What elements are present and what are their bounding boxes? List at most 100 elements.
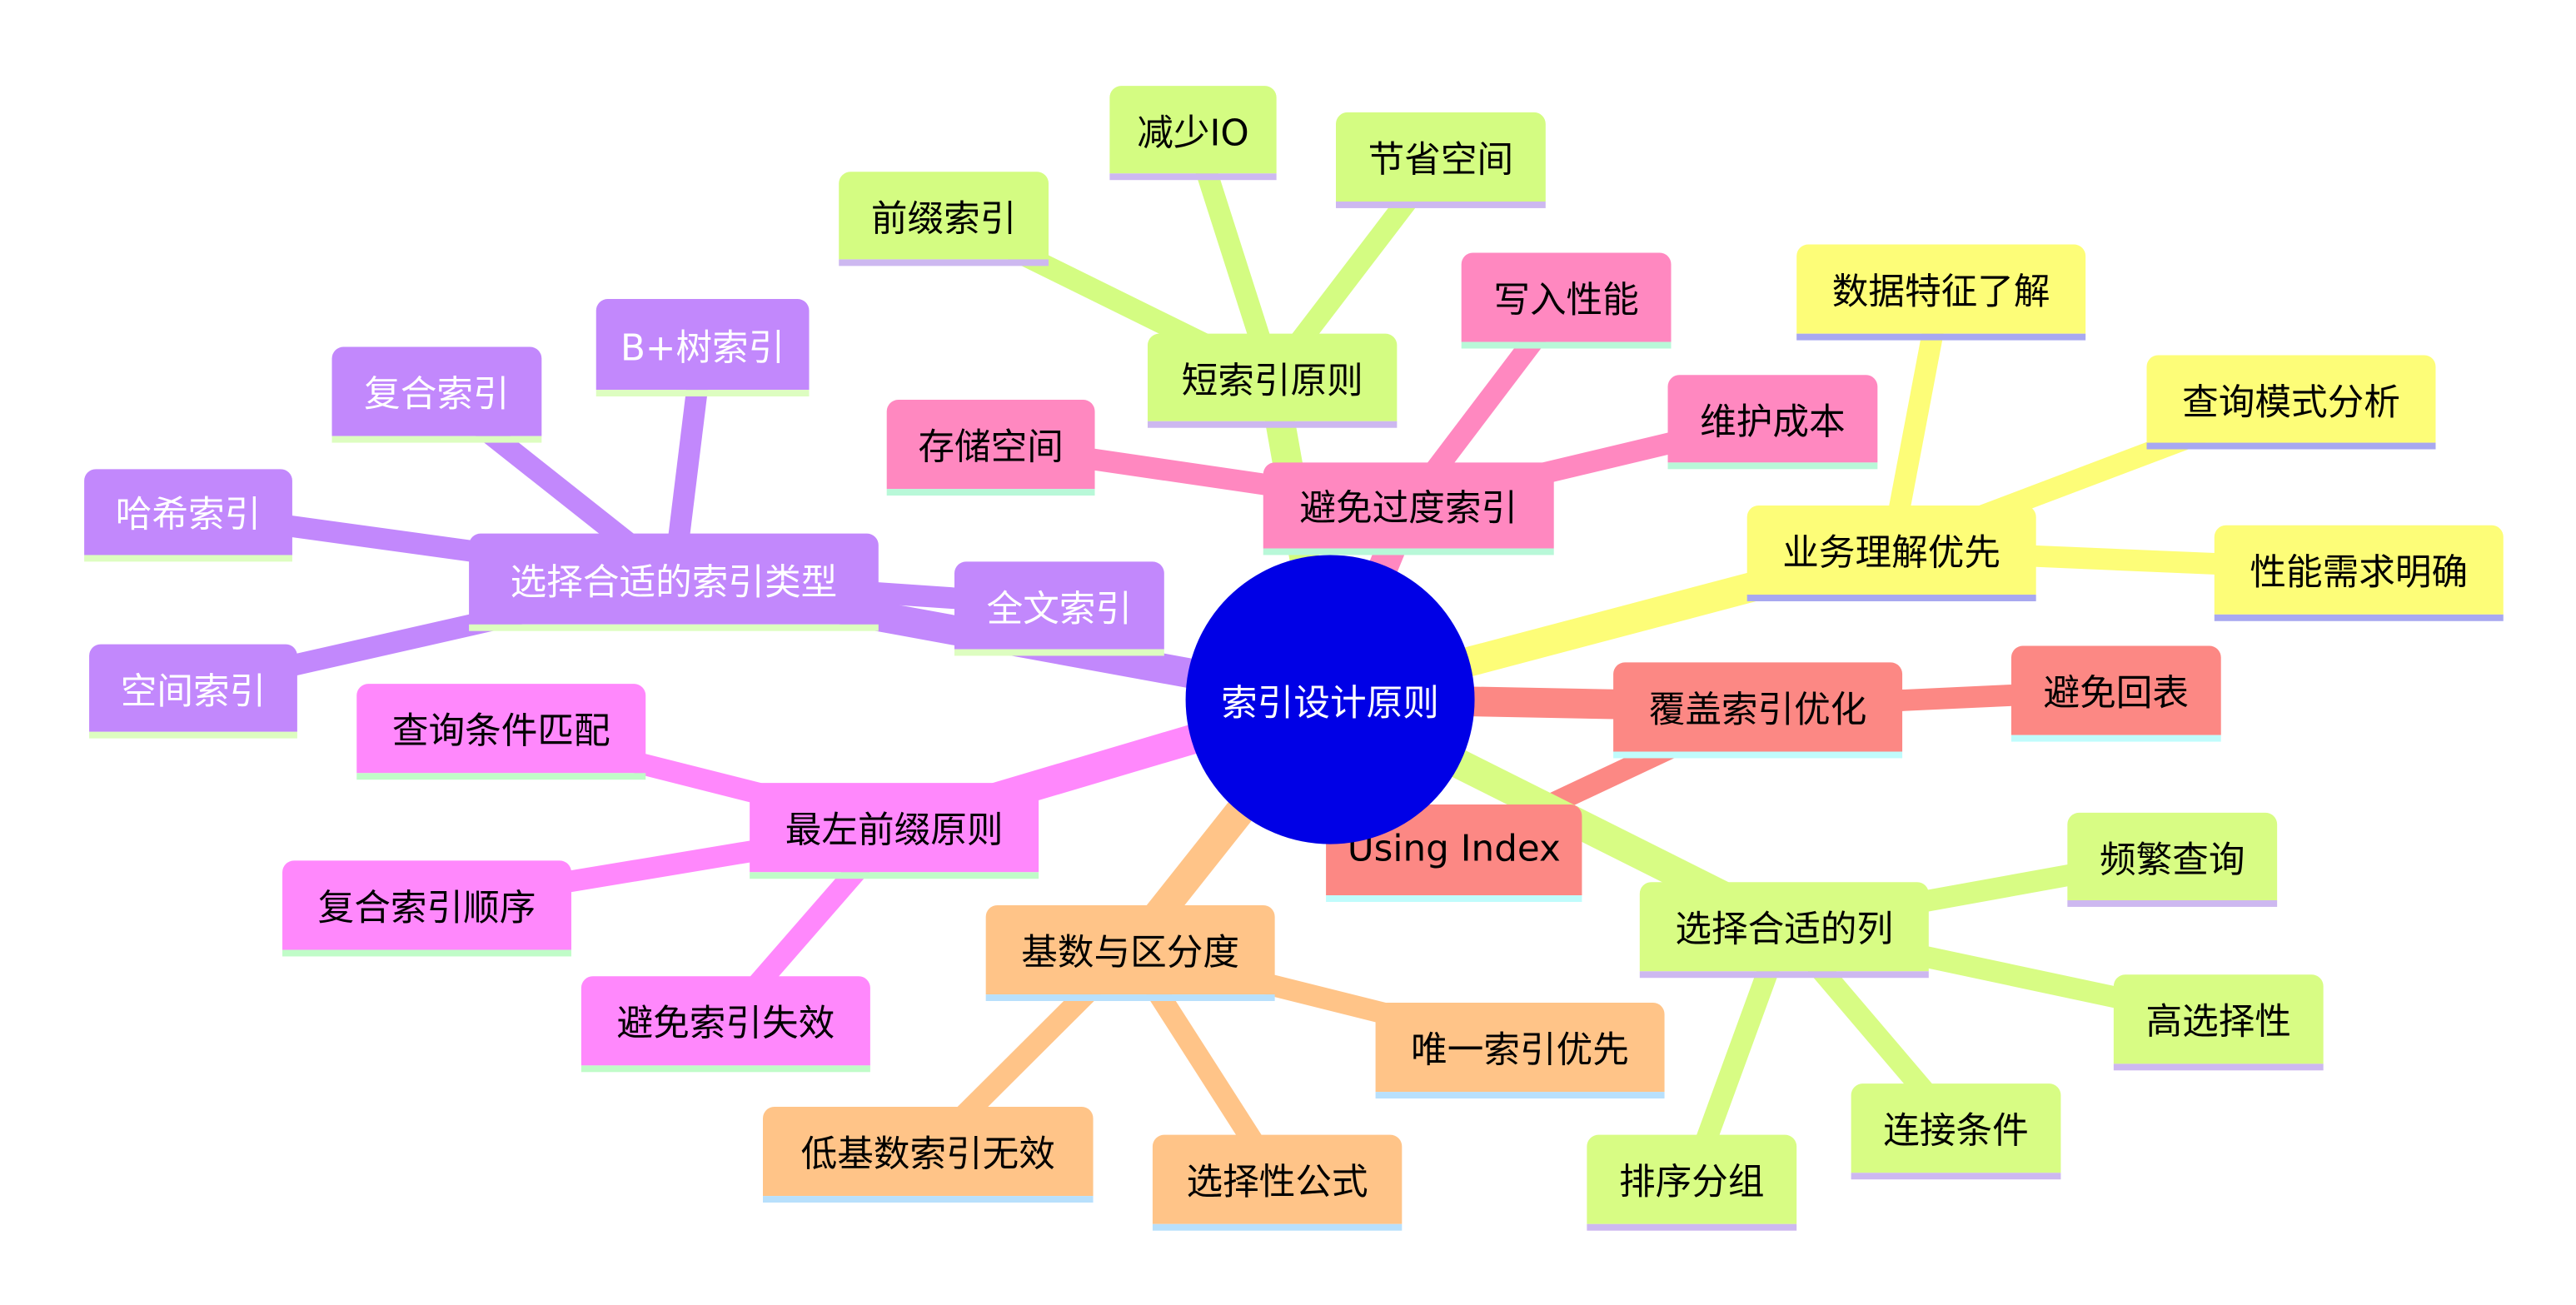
node-label: 最左前缀原则 xyxy=(785,810,1004,853)
root-label: 索引设计原则 xyxy=(1221,683,1439,725)
node-underline xyxy=(331,436,542,443)
root-node[interactable]: 索引设计原则 xyxy=(1185,555,1475,844)
leaf-node-0-4[interactable]: 全文索引 xyxy=(954,561,1164,656)
node-underline xyxy=(595,390,810,397)
node-label: 避免过度索引 xyxy=(1299,489,1518,530)
node-label: 避免索引失效 xyxy=(616,1004,835,1046)
node-underline xyxy=(469,624,879,631)
leaf-node-2-2[interactable]: 节省空间 xyxy=(1336,112,1546,208)
leaf-node-6-2[interactable]: 低基数索引无效 xyxy=(763,1106,1094,1203)
node-underline xyxy=(1152,1223,1403,1231)
node-underline xyxy=(282,949,572,957)
node-underline xyxy=(1375,1092,1665,1099)
node-label: 选择合适的索引类型 xyxy=(510,562,838,604)
node-underline xyxy=(886,489,1095,496)
leaf-node-0-3[interactable]: 空间索引 xyxy=(89,644,297,739)
node-label: 基数与区分度 xyxy=(1021,933,1240,975)
leaf-node-1-2[interactable]: 维护成本 xyxy=(1667,375,1878,470)
leaf-node-7-1[interactable]: 复合索引顺序 xyxy=(282,860,572,957)
node-underline xyxy=(356,773,646,780)
leaf-node-3-1[interactable]: 查询模式分析 xyxy=(2146,355,2436,450)
node-underline xyxy=(1587,1223,1797,1231)
node-label: 维护成本 xyxy=(1700,401,1846,444)
node-underline xyxy=(1667,462,1878,470)
node-label: 节省空间 xyxy=(1368,140,1514,182)
node-label: 数据特征了解 xyxy=(1831,272,2050,314)
leaf-node-3-2[interactable]: 性能需求明确 xyxy=(2214,525,2504,621)
node-label: 连接条件 xyxy=(1883,1111,2029,1153)
node-label: 前缀索引 xyxy=(870,199,1017,241)
node-label: 频繁查询 xyxy=(2099,839,2245,882)
node-underline xyxy=(839,259,1049,266)
branch-node-3[interactable]: 业务理解优先 xyxy=(1746,505,2036,601)
node-label: 高选择性 xyxy=(2145,1002,2291,1044)
leaf-node-6-0[interactable]: 唯一索引优先 xyxy=(1375,1002,1665,1099)
node-underline xyxy=(985,994,1275,1002)
branch-node-2[interactable]: 短索引原则 xyxy=(1147,333,1398,428)
node-label: 覆盖索引优化 xyxy=(1648,690,1867,732)
node-label: 全文索引 xyxy=(986,589,1133,630)
leaf-node-3-0[interactable]: 数据特征了解 xyxy=(1796,244,2086,341)
node-label: 查询条件匹配 xyxy=(391,711,610,754)
node-underline xyxy=(1109,173,1277,181)
node-label: 选择性公式 xyxy=(1186,1163,1368,1204)
node-underline xyxy=(1461,341,1672,349)
leaf-node-5-0[interactable]: 频繁查询 xyxy=(2067,812,2278,907)
node-underline xyxy=(2146,442,2436,450)
branch-node-0[interactable]: 选择合适的索引类型 xyxy=(469,533,879,631)
node-label: 低基数索引无效 xyxy=(800,1134,1055,1177)
node-label: 选择合适的列 xyxy=(1675,909,1894,952)
leaf-node-7-2[interactable]: 避免索引失效 xyxy=(580,976,870,1073)
node-underline xyxy=(84,555,292,562)
node-label: 复合索引 xyxy=(364,375,510,416)
node-label: 避免回表 xyxy=(2043,674,2190,715)
node-underline xyxy=(1639,971,1929,979)
branch-node-1[interactable]: 避免过度索引 xyxy=(1263,462,1554,555)
leaf-node-5-2[interactable]: 连接条件 xyxy=(1851,1083,2061,1180)
branch-node-5[interactable]: 选择合适的列 xyxy=(1639,882,1929,979)
node-label: 空间索引 xyxy=(120,671,267,713)
node-label: 查询模式分析 xyxy=(2182,382,2400,424)
node-label: 性能需求明确 xyxy=(2250,553,2469,595)
node-underline xyxy=(1326,895,1582,902)
node-underline xyxy=(750,872,1039,879)
node-underline xyxy=(1796,333,2086,341)
leaf-node-1-0[interactable]: 存储空间 xyxy=(886,400,1095,496)
leaf-node-1-1[interactable]: 写入性能 xyxy=(1461,252,1672,349)
node-underline xyxy=(1851,1173,2061,1180)
leaf-node-0-0[interactable]: B+树索引 xyxy=(595,299,810,397)
node-label: 减少IO xyxy=(1137,112,1249,155)
branch-node-6[interactable]: 基数与区分度 xyxy=(985,904,1275,1002)
node-underline xyxy=(1746,595,2036,601)
node-label: 排序分组 xyxy=(1619,1163,1765,1204)
node-label: 写入性能 xyxy=(1493,281,1639,322)
node-underline xyxy=(580,1065,870,1073)
leaf-node-7-0[interactable]: 查询条件匹配 xyxy=(356,684,646,780)
leaf-node-2-0[interactable]: 前缀索引 xyxy=(839,172,1049,266)
node-label: 唯一索引优先 xyxy=(1411,1030,1629,1073)
node-label: 业务理解优先 xyxy=(1782,533,2001,575)
node-underline xyxy=(1263,548,1554,555)
leaf-node-0-2[interactable]: 哈希索引 xyxy=(84,469,292,562)
branch-node-7[interactable]: 最左前缀原则 xyxy=(750,783,1039,879)
node-underline xyxy=(1613,751,1903,759)
node-label: B+树索引 xyxy=(620,327,785,370)
leaf-node-5-3[interactable]: 排序分组 xyxy=(1587,1134,1797,1231)
node-underline xyxy=(763,1196,1094,1203)
leaf-node-0-1[interactable]: 复合索引 xyxy=(331,346,542,443)
node-underline xyxy=(2010,735,2221,742)
branch-node-4[interactable]: 覆盖索引优化 xyxy=(1613,662,1903,759)
leaf-node-5-1[interactable]: 高选择性 xyxy=(2113,974,2324,1071)
node-underline xyxy=(954,649,1164,656)
leaf-node-4-0[interactable]: 避免回表 xyxy=(2010,645,2221,742)
node-label: 复合索引顺序 xyxy=(317,889,536,930)
node-underline xyxy=(89,731,297,739)
leaf-node-6-1[interactable]: 选择性公式 xyxy=(1152,1134,1403,1231)
node-underline xyxy=(2067,900,2278,907)
leaf-node-2-1[interactable]: 减少IO xyxy=(1109,86,1277,181)
node-label: 哈希索引 xyxy=(115,496,262,537)
node-underline xyxy=(2113,1063,2324,1071)
node-label: Using Index xyxy=(1347,829,1561,871)
node-underline xyxy=(1336,201,1546,208)
